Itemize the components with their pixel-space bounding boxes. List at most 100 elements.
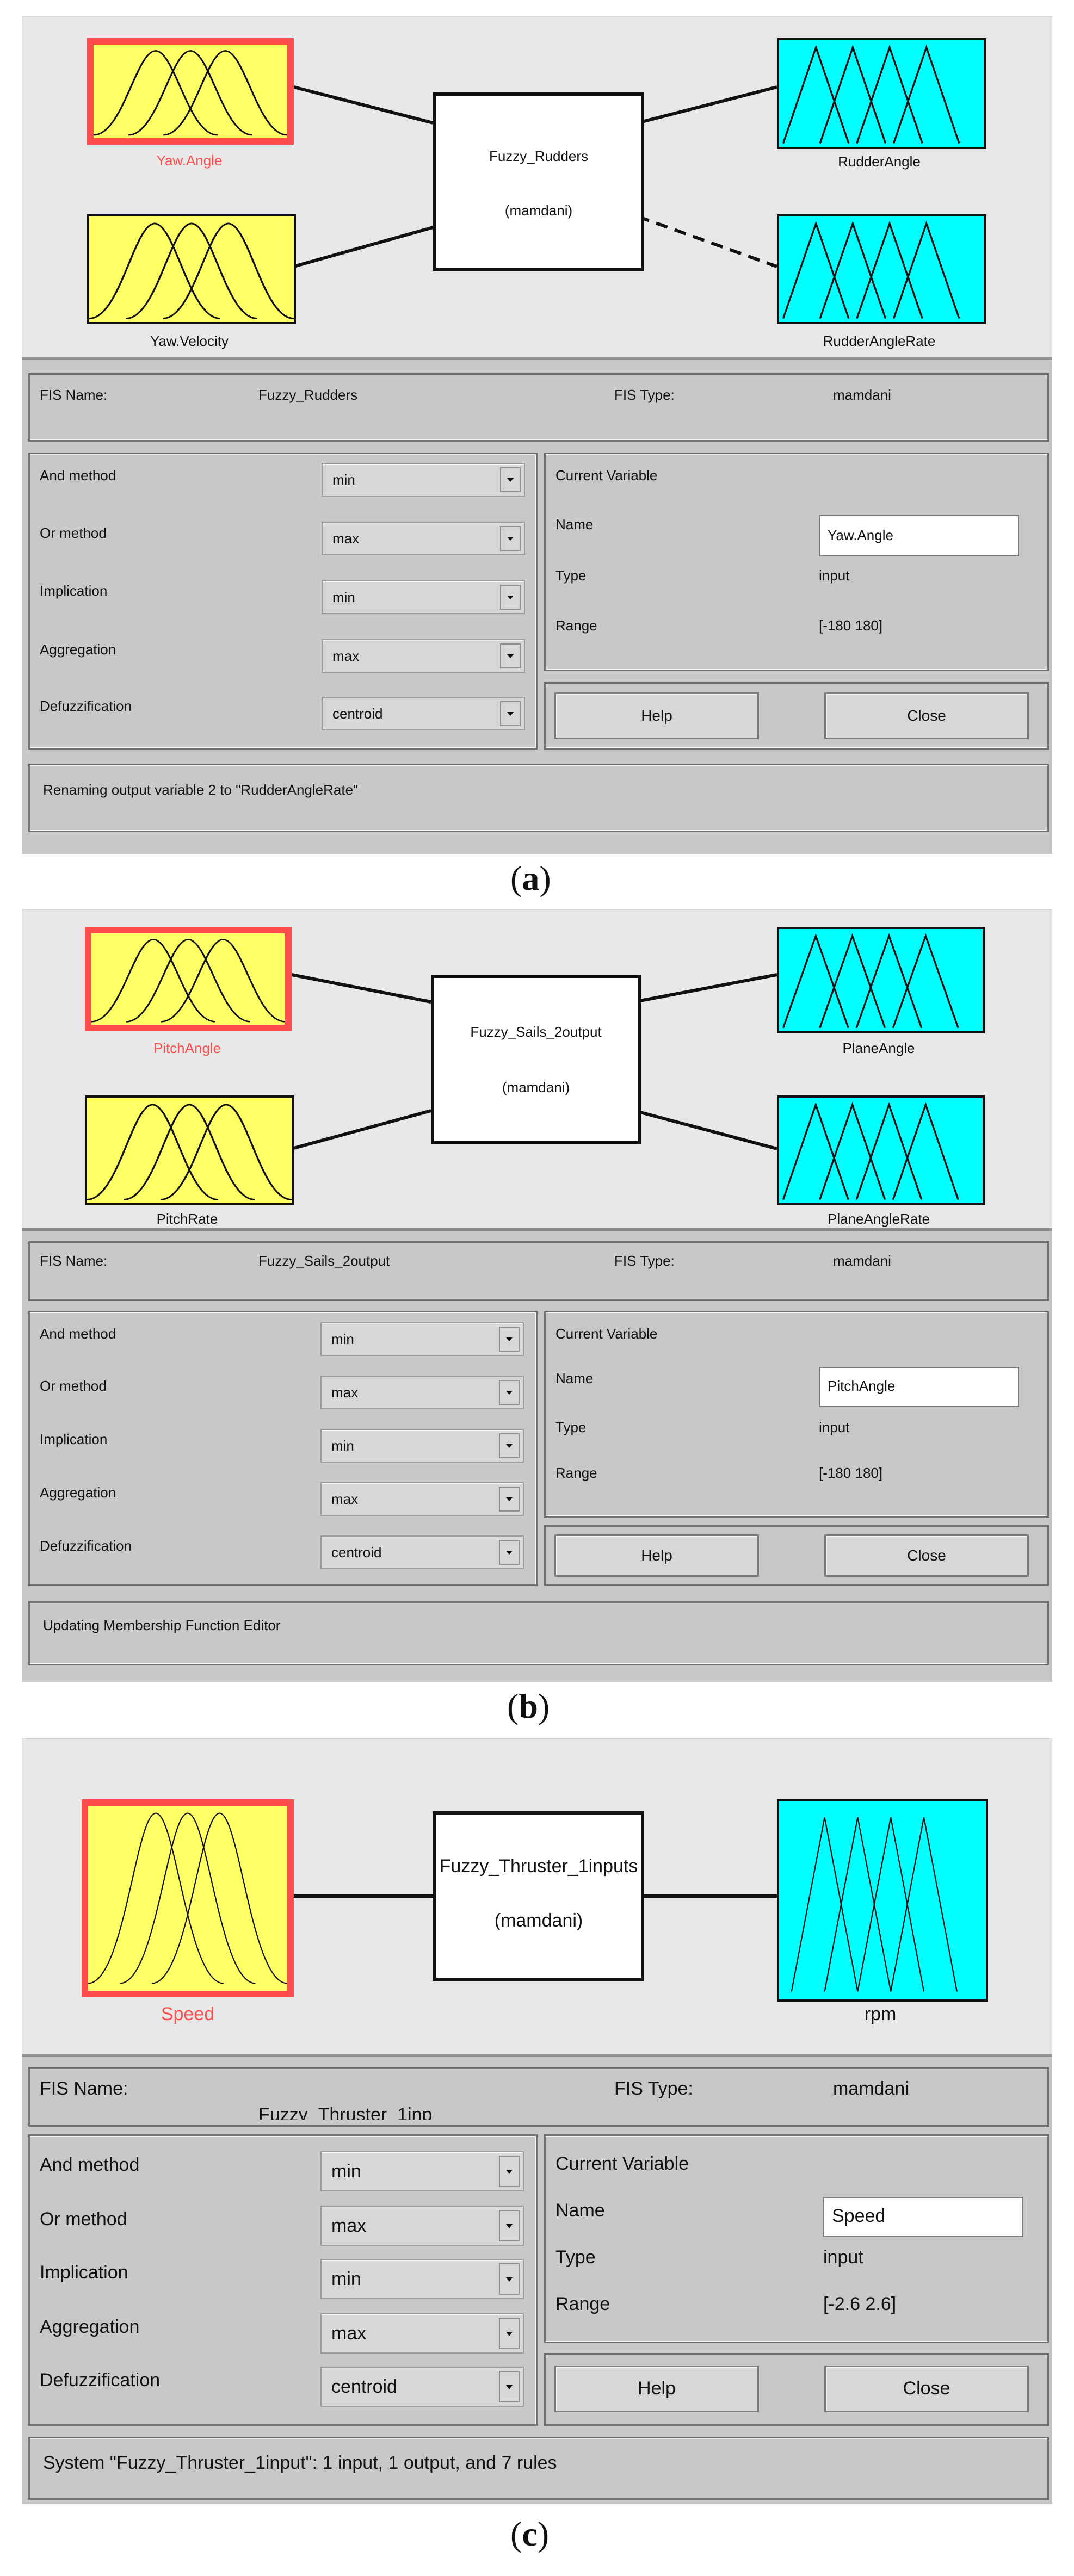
fis-block-c[interactable]: Fuzzy_Thruster_1inputs (mamdani) (433, 1811, 644, 1981)
variable-type-label: Type (555, 2247, 596, 2268)
help-button[interactable]: Help (554, 2366, 759, 2412)
methods-frame: And method min Or method max Implication… (28, 453, 538, 750)
triangle-mf-icon (782, 1101, 959, 1200)
implication-select[interactable]: min (320, 1429, 524, 1463)
output-mf-box-rudder-angle-rate[interactable] (777, 214, 986, 324)
variable-range-label: Range (555, 2294, 610, 2314)
variable-type-label: Type (555, 1419, 587, 1435)
caption-a: (a) (510, 859, 551, 897)
chevron-down-icon[interactable] (499, 1327, 520, 1352)
chevron-down-icon[interactable] (500, 526, 521, 551)
help-button[interactable]: Help (554, 1534, 759, 1577)
current-variable-frame: Current Variable Name PitchAngle Type in… (544, 1311, 1049, 1518)
chevron-down-icon[interactable] (499, 2156, 520, 2187)
fis-editor-panel-a: Yaw.Angle Yaw.Velocity Fuzzy_Rudders (ma… (22, 16, 1052, 854)
current-variable-title: Current Variable (555, 2153, 689, 2174)
defuzzification-label: Defuzzification (40, 698, 132, 714)
chevron-down-icon[interactable] (499, 1380, 520, 1405)
output-mf-box-rudder-angle[interactable] (777, 38, 986, 149)
input-mf-box-pitch-angle[interactable] (85, 927, 292, 1031)
or-method-label: Or method (40, 2209, 127, 2230)
variable-type-value: input (819, 1419, 850, 1435)
input-mf-box-yaw-velocity[interactable] (87, 214, 296, 324)
fis-type-label: FIS Type: (614, 2078, 693, 2099)
fis-type-value: mamdani (833, 1253, 891, 1269)
defuzzification-label: Defuzzification (40, 2370, 161, 2391)
fis-block-name: Fuzzy_Rudders (489, 148, 589, 164)
output-mf-box-plane-angle-rate[interactable] (777, 1095, 985, 1205)
status-bar: Updating Membership Function Editor (28, 1601, 1049, 1665)
close-button[interactable]: Close (824, 692, 1029, 739)
input-mf-box-yaw-angle[interactable] (87, 38, 294, 145)
aggregation-select[interactable]: max (320, 2313, 524, 2354)
output-label-rudder-angle-rate: RudderAngleRate (823, 333, 936, 349)
fis-info-frame: FIS Name: Fuzzy_Sails_2output FIS Type: … (28, 1241, 1049, 1301)
defuzzification-select[interactable]: centroid (322, 697, 525, 730)
input-label-yaw-angle: Yaw.Angle (156, 152, 223, 169)
and-method-select[interactable]: min (320, 1322, 524, 1356)
chevron-down-icon[interactable] (499, 2318, 520, 2349)
chevron-down-icon[interactable] (500, 643, 521, 668)
implication-select[interactable]: min (320, 2259, 524, 2299)
output-mf-box-rpm[interactable] (777, 1799, 988, 2002)
and-method-select[interactable]: min (320, 2151, 524, 2191)
fis-block-type: (mamdani) (494, 1910, 583, 1931)
status-bar: Renaming output variable 2 to "RudderAng… (28, 764, 1049, 832)
gaussian-mf-icon (87, 1104, 292, 1200)
chevron-down-icon[interactable] (500, 467, 521, 492)
aggregation-select[interactable]: max (320, 1482, 524, 1516)
variable-name-label: Name (555, 2200, 605, 2221)
fis-block-b[interactable]: Fuzzy_Sails_2output (mamdani) (431, 975, 641, 1144)
input-label-pitch-rate: PitchRate (156, 1211, 218, 1227)
controls-area-b: FIS Name: Fuzzy_Sails_2output FIS Type: … (22, 1231, 1052, 1682)
input-mf-box-speed[interactable] (82, 1799, 294, 1997)
chevron-down-icon[interactable] (499, 1487, 520, 1512)
or-method-select[interactable]: max (322, 522, 525, 555)
chevron-down-icon[interactable] (499, 1540, 520, 1565)
output-label-rpm: rpm (864, 2004, 897, 2024)
variable-name-input[interactable]: Yaw.Angle (819, 515, 1019, 556)
variable-type-value: input (819, 567, 850, 584)
variable-name-label: Name (555, 1370, 594, 1386)
caption-b: (b) (507, 1687, 550, 1725)
implication-label: Implication (40, 583, 108, 599)
input-label-yaw-velocity: Yaw.Velocity (150, 333, 229, 349)
chevron-down-icon[interactable] (500, 585, 521, 610)
fis-name-value: Fuzzy_Sails_2output (258, 1253, 390, 1269)
aggregation-label: Aggregation (40, 2317, 140, 2337)
close-button[interactable]: Close (824, 1534, 1029, 1577)
and-method-select[interactable]: min (322, 463, 525, 497)
defuzzification-select[interactable]: centroid (320, 2367, 524, 2407)
buttons-frame: Help Close (544, 682, 1049, 750)
defuzzification-label: Defuzzification (40, 1538, 132, 1554)
defuzzification-select[interactable]: centroid (320, 1535, 524, 1569)
fis-name-label: FIS Name: (40, 1253, 108, 1269)
or-method-select[interactable]: max (320, 1376, 524, 1409)
variable-range-value: [-2.6 2.6] (823, 2294, 897, 2314)
aggregation-select[interactable]: max (322, 639, 525, 673)
chevron-down-icon[interactable] (499, 2210, 520, 2241)
gaussian-mf-icon (91, 938, 285, 1023)
input-mf-box-pitch-rate[interactable] (85, 1095, 294, 1205)
connection-lines-c (294, 1894, 777, 1898)
chevron-down-icon[interactable] (499, 2371, 520, 2402)
current-variable-title: Current Variable (555, 1326, 658, 1342)
variable-name-input[interactable]: PitchAngle (819, 1367, 1019, 1407)
close-button[interactable]: Close (824, 2366, 1029, 2412)
output-label-plane-angle: PlaneAngle (842, 1040, 915, 1056)
fis-info-frame: FIS Name: Fuzzy_Rudders FIS Type: mamdan… (28, 373, 1049, 442)
chevron-down-icon[interactable] (499, 2263, 520, 2295)
output-mf-box-plane-angle[interactable] (777, 927, 985, 1033)
panel-divider (22, 1228, 1052, 1231)
fis-name-value: Fuzzy_Rudders (258, 387, 358, 403)
buttons-frame: Help Close (544, 1525, 1049, 1586)
implication-select[interactable]: min (322, 580, 525, 614)
fis-block-a[interactable]: Fuzzy_Rudders (mamdani) (433, 92, 644, 271)
chevron-down-icon[interactable] (500, 701, 521, 726)
variable-name-input[interactable]: Speed (823, 2197, 1023, 2237)
triangle-mf-icon (782, 220, 960, 319)
help-button[interactable]: Help (554, 692, 759, 739)
fis-diagram-b: PitchAngle PitchRate Fuzzy_Sails_2output… (22, 909, 1052, 1236)
or-method-select[interactable]: max (320, 2206, 524, 2246)
chevron-down-icon[interactable] (499, 1433, 520, 1458)
